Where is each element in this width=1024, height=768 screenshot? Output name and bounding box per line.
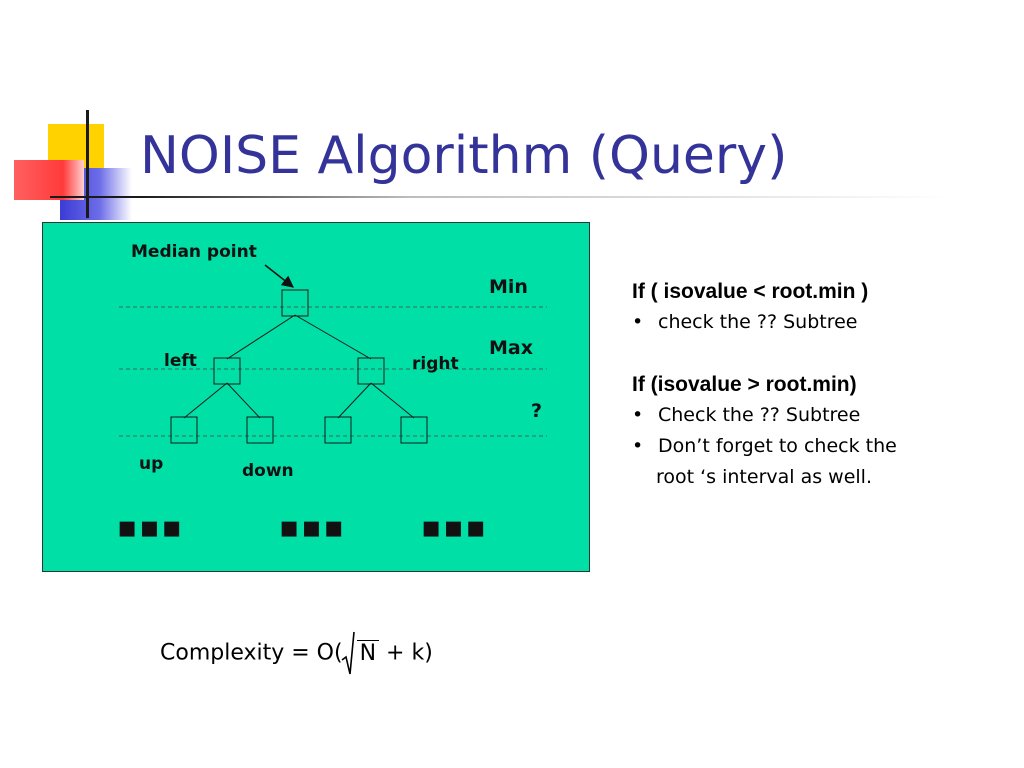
complexity-prefix: Complexity = O( bbox=[160, 640, 343, 666]
complexity-suffix: + k) bbox=[379, 640, 433, 666]
decor-vertical-line bbox=[86, 110, 89, 218]
label-right: right bbox=[412, 354, 459, 374]
condition-less-than: If ( isovalue < root.min ) bbox=[632, 280, 869, 303]
label-min: Min bbox=[489, 276, 528, 298]
median-point-arrow bbox=[264, 264, 294, 288]
tree-diagram-panel: Median point Min Max ? left right up dow… bbox=[42, 222, 590, 572]
ellipsis-marks-3: ▪▪▪ bbox=[421, 510, 488, 545]
bullet-check-subtree-2: • Check the ?? Subtree bbox=[632, 400, 1012, 431]
label-left: left bbox=[164, 351, 197, 371]
edge-root-left bbox=[226, 314, 296, 360]
ellipsis-marks-1: ▪▪▪ bbox=[117, 510, 184, 545]
bullet-root-interval-continued: root ‘s interval as well. bbox=[656, 466, 872, 488]
complexity-formula: Complexity = O( N + k) bbox=[160, 630, 433, 676]
sqrt-radicand: N bbox=[356, 639, 380, 666]
label-down: down bbox=[242, 461, 294, 481]
label-median-point: Median point bbox=[131, 242, 257, 262]
edge-left-up bbox=[183, 382, 228, 419]
label-max: Max bbox=[489, 337, 533, 359]
slide-title: NOISE Algorithm (Query) bbox=[140, 126, 788, 186]
bullet-text: Don’t forget to check the bbox=[658, 435, 897, 457]
sqrt-symbol-icon bbox=[341, 631, 355, 675]
edge-root-right bbox=[294, 314, 372, 360]
edge-right-d bbox=[370, 382, 415, 419]
decor-red-bar bbox=[14, 160, 84, 200]
condition-greater-than: If (isovalue > root.min) bbox=[632, 373, 857, 396]
tree-edges bbox=[183, 314, 415, 419]
tree-node-left bbox=[213, 357, 241, 385]
tree-node-right bbox=[357, 357, 385, 385]
ellipsis-marks-2: ▪▪▪ bbox=[279, 510, 346, 545]
bullet-text: Check the ?? Subtree bbox=[658, 404, 861, 426]
title-underline bbox=[50, 196, 950, 198]
spacer bbox=[632, 338, 1012, 369]
bullet-glyph: • bbox=[632, 435, 644, 457]
bullet-check-subtree-1: • check the ?? Subtree bbox=[632, 307, 1012, 338]
edge-right-c bbox=[337, 382, 372, 419]
label-question: ? bbox=[531, 400, 542, 422]
tree-node-up bbox=[170, 416, 198, 444]
query-notes: If ( isovalue < root.min ) • check the ??… bbox=[632, 276, 1012, 493]
bullet-glyph: • bbox=[632, 404, 644, 426]
tree-node-down bbox=[246, 416, 274, 444]
tree-node-leaf-c bbox=[324, 416, 352, 444]
bullet-root-interval: • Don’t forget to check the bbox=[632, 431, 1012, 462]
bullet-text: check the ?? Subtree bbox=[658, 311, 858, 333]
bullet-glyph: • bbox=[632, 311, 644, 333]
tree-diagram: Median point Min Max ? left right up dow… bbox=[117, 242, 547, 545]
tree-node-leaf-d bbox=[400, 416, 428, 444]
tree-node-root bbox=[281, 289, 309, 317]
edge-left-down bbox=[226, 382, 261, 419]
label-up: up bbox=[139, 454, 163, 474]
